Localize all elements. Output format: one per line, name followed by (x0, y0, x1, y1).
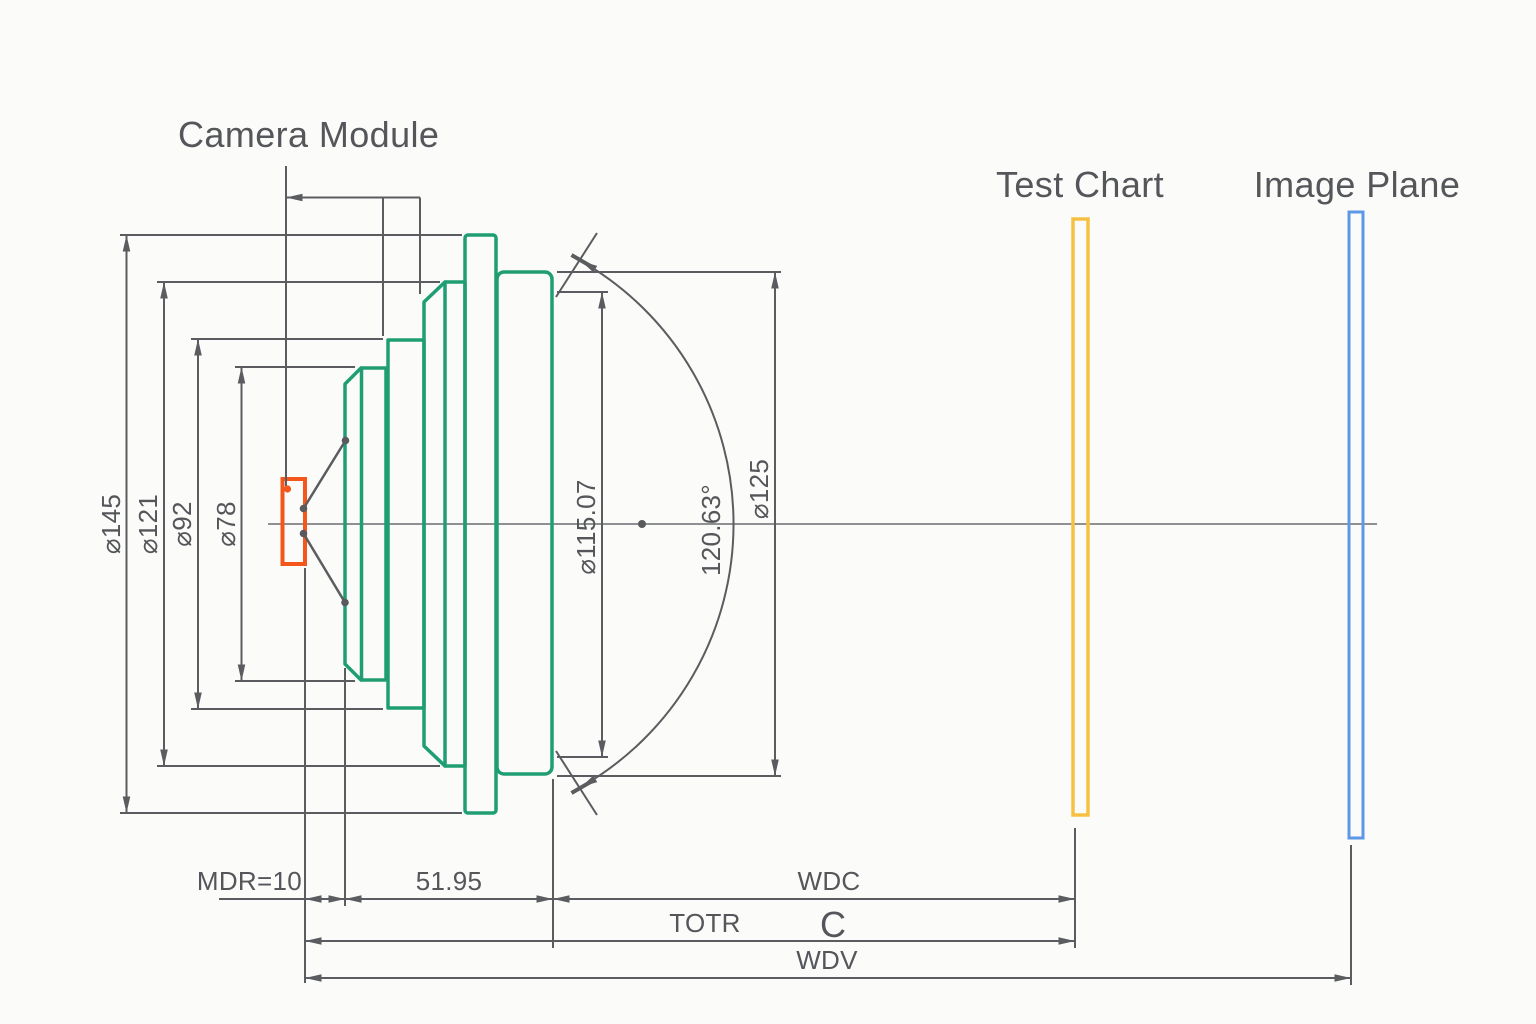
dim-121-text: ⌀121 (133, 494, 163, 554)
sensor-ray-upper-origin-dot (299, 504, 308, 513)
sensor-ray-lower-end-dot (341, 598, 349, 607)
lens-assembly (343, 233, 554, 815)
fov-angle-dimension (555, 232, 735, 816)
camera-module-label: Camera Module (178, 114, 439, 155)
fov-tick-lower (570, 780, 592, 795)
dim-115-text: ⌀115.07 (571, 479, 601, 574)
sensor-rays (302, 439, 347, 604)
image-plane-bar (1347, 210, 1365, 840)
dim-mdr-text: MDR=10 (197, 866, 302, 896)
entrance-pupil-dot (638, 520, 646, 528)
sensor-ray-lower (302, 532, 347, 604)
sensor-box (280, 477, 307, 566)
test-chart-bar (1071, 217, 1090, 817)
dim-51-95-text: 51.95 (416, 866, 483, 896)
image-plane-label: Image Plane (1254, 164, 1461, 205)
sensor-ray-upper (302, 439, 347, 510)
dim-wdc-text: WDC (798, 866, 861, 896)
distance-dimensions (219, 568, 1352, 985)
dim-78-text: ⌀78 (211, 501, 241, 546)
fov-angle-text: 120.63° (696, 484, 726, 576)
fov-tick-upper (570, 253, 592, 268)
test-chart-label: Test Chart (996, 164, 1164, 205)
fov-arc (580, 260, 735, 788)
lens-front-barrel (495, 270, 554, 776)
fov-ray-upper (555, 232, 598, 298)
sensor-ray-lower-origin-dot (299, 529, 308, 538)
sensor-ray-upper-end-dot (341, 436, 350, 445)
camera-module-leader-dot (283, 485, 292, 493)
dim-c-text: C (820, 904, 846, 945)
fov-ray-lower (555, 750, 598, 816)
dim-wdv-text: WDV (796, 945, 858, 975)
dim-125-text: ⌀125 (744, 459, 774, 519)
dim-92-text: ⌀92 (167, 501, 197, 546)
camera-module-leader (285, 166, 421, 486)
dim-145-text: ⌀145 (96, 494, 126, 554)
dim-totr-text: TOTR (669, 908, 741, 938)
